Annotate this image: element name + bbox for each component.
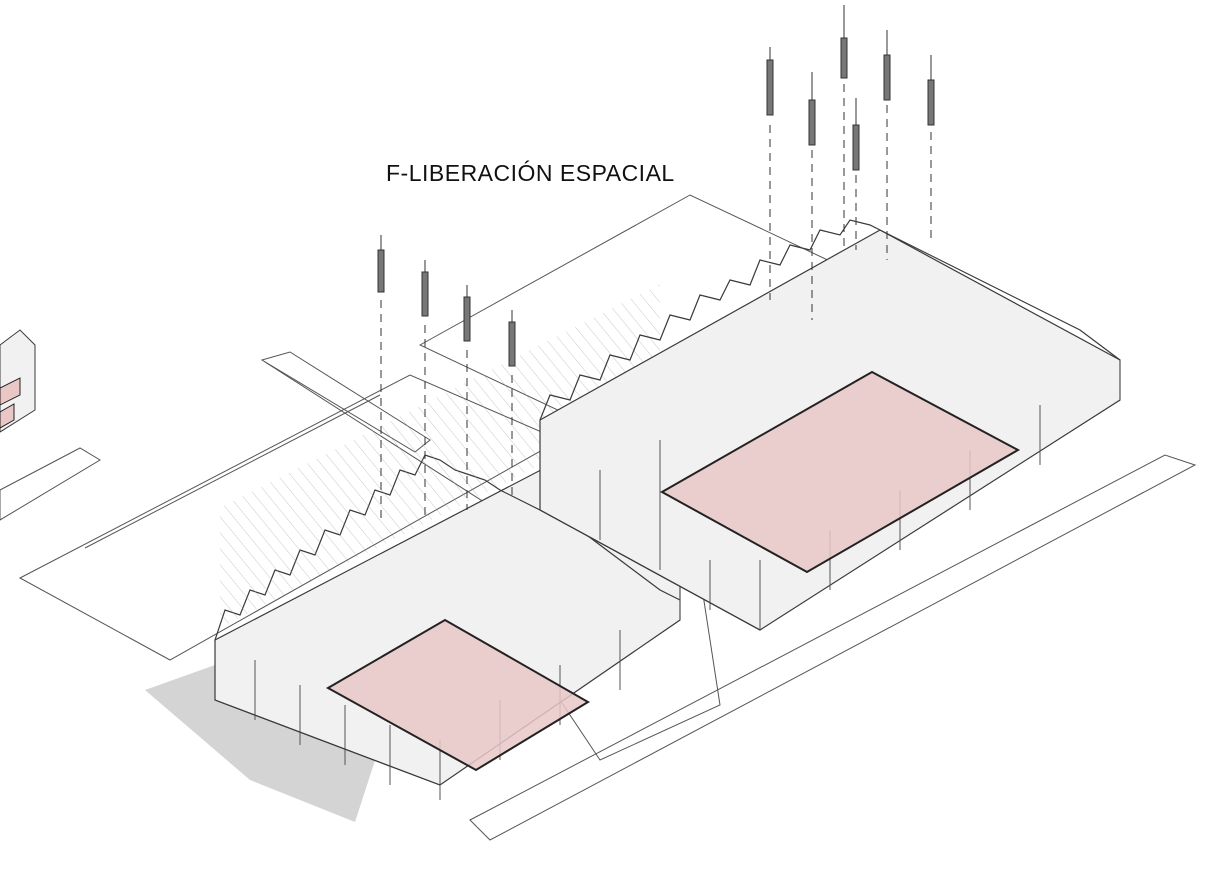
removed-columns-left [377,235,516,520]
freed-zone-right [659,370,1021,574]
column-removed [377,235,385,520]
column-removed [421,260,429,520]
column-removed [508,310,516,500]
partial-building-left [0,329,36,433]
column-removed [927,55,935,240]
freed-zone-left [325,618,590,772]
building-shadow [145,665,380,822]
column-removed [808,72,816,320]
column-removed [852,98,860,250]
column-removed [463,285,471,510]
column-removed [766,47,774,300]
column-removed [840,5,848,250]
column-removed [883,30,891,260]
removed-columns-right [766,5,935,320]
diagram-title: F-LIBERACIÓN ESPACIAL [386,160,675,186]
